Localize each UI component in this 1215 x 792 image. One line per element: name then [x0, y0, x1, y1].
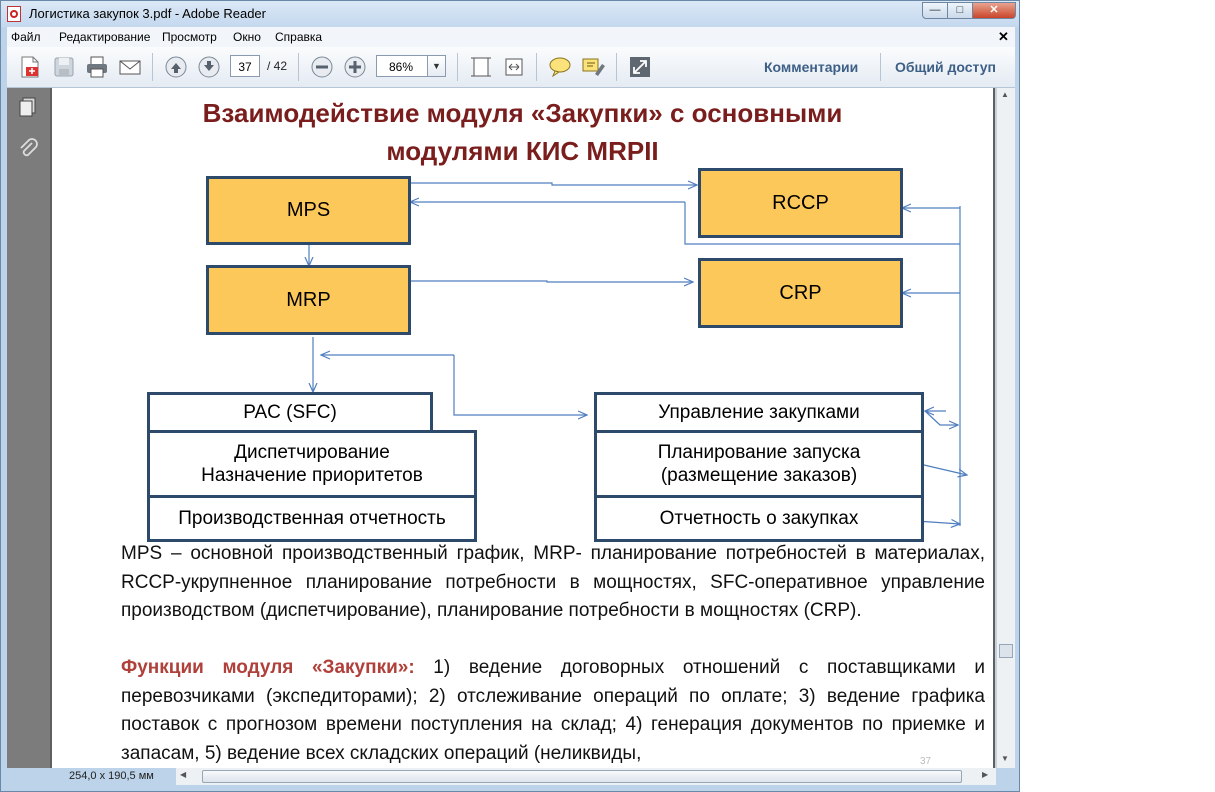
launch-line2: (размещение заказов): [660, 465, 858, 486]
scroll-right-icon[interactable]: ▶: [982, 770, 989, 779]
minimize-button[interactable]: —: [922, 2, 948, 19]
zoom-level-input[interactable]: 86%: [376, 55, 428, 77]
highlight-icon[interactable]: [580, 54, 606, 80]
toolbar: 37 / 42 86% ▼ Комментарии Общий дост: [7, 47, 1015, 88]
page-number-input[interactable]: 37: [230, 55, 260, 77]
maximize-button[interactable]: □: [947, 2, 973, 19]
horizontal-scroll-thumb[interactable]: [202, 770, 962, 783]
pac-sfc-box: PAC (SFC): [147, 392, 433, 433]
toolbar-separator: [298, 53, 299, 81]
functions-paragraph: Функции модуля «Закупки»: 1) ведение дог…: [121, 654, 985, 768]
email-icon[interactable]: [117, 54, 143, 80]
abbreviations-paragraph: MPS – основной производственный график, …: [121, 543, 985, 621]
fit-width-icon[interactable]: [501, 54, 527, 80]
fullscreen-icon[interactable]: [627, 54, 653, 80]
pages-panel-icon[interactable]: [17, 96, 39, 118]
pdf-page: Взаимодействие модуля «Закупки» с основн…: [52, 88, 993, 768]
toolbar-separator: [152, 53, 153, 81]
dispatch-line2: Назначение приоритетов: [201, 465, 423, 486]
menu-file[interactable]: Файл: [11, 30, 41, 44]
mrp-box: MRP: [206, 265, 411, 335]
scroll-down-icon[interactable]: ▼: [1001, 754, 1009, 763]
title-bar: Логистика закупок 3.pdf - Adobe Reader —…: [1, 1, 1019, 27]
adobe-reader-icon: [7, 6, 21, 22]
menu-window[interactable]: Окно: [233, 30, 261, 44]
launch-planning-box: Планирование запуска (размещение заказов…: [594, 430, 924, 498]
next-page-icon[interactable]: [196, 54, 222, 80]
save-icon[interactable]: [51, 54, 77, 80]
diagram-arrows: [52, 88, 993, 548]
page-dimensions: 254,0 x 190,5 мм: [69, 770, 154, 782]
scroll-up-icon[interactable]: ▲: [1001, 90, 1009, 99]
production-report-box: Производственная отчетность: [147, 495, 477, 542]
vertical-scroll-thumb[interactable]: [999, 644, 1013, 658]
scroll-left-icon[interactable]: ◀: [180, 770, 187, 779]
close-button[interactable]: ✕: [972, 2, 1016, 19]
purchase-report-box: Отчетность о закупках: [594, 495, 924, 542]
menu-bar: Файл Редактирование Просмотр Окно Справк…: [7, 27, 1015, 47]
rccp-box: RCCP: [698, 168, 903, 238]
print-icon[interactable]: [84, 54, 110, 80]
purchase-management-box: Управление закупками: [594, 392, 924, 433]
document-close-button[interactable]: ✕: [998, 29, 1009, 44]
vertical-scrollbar[interactable]: ▲ ▼: [996, 88, 1015, 768]
slide-page-number: 37: [920, 756, 932, 767]
page-total: / 42: [267, 59, 288, 73]
navigation-panel: [7, 88, 50, 768]
toolbar-separator: [457, 53, 458, 81]
horizontal-scrollbar[interactable]: ◀ ▶: [176, 768, 996, 785]
toolbar-separator: [616, 53, 617, 81]
attachments-icon[interactable]: [17, 138, 39, 160]
menu-view[interactable]: Просмотр: [162, 30, 217, 44]
toolbar-separator: [536, 53, 537, 81]
menu-edit[interactable]: Редактирование: [59, 30, 151, 44]
slide-title-line2: модулями КИС MRPII: [386, 136, 659, 166]
share-panel-link[interactable]: Общий доступ: [895, 59, 996, 75]
dispatch-box: Диспетчирование Назначение приоритетов: [147, 430, 477, 498]
zoom-out-icon[interactable]: [309, 54, 335, 80]
create-pdf-icon[interactable]: [17, 54, 43, 80]
reader-window: Логистика закупок 3.pdf - Adobe Reader —…: [0, 0, 1020, 792]
functions-text: 1) ведение договорных отношений с постав…: [121, 657, 986, 764]
functions-label: Функции модуля «Закупки»:: [121, 657, 415, 678]
mps-box: MPS: [206, 176, 411, 245]
menu-help[interactable]: Справка: [275, 30, 323, 44]
zoom-dropdown-button[interactable]: ▼: [427, 55, 446, 77]
crp-box: CRP: [698, 258, 903, 328]
fit-page-icon[interactable]: [468, 54, 494, 80]
toolbar-separator: [880, 53, 881, 81]
comment-icon[interactable]: [547, 54, 573, 80]
launch-line1: Планирование запуска: [657, 442, 861, 463]
zoom-in-icon[interactable]: [342, 54, 368, 80]
prev-page-icon[interactable]: [163, 54, 189, 80]
comments-panel-link[interactable]: Комментарии: [764, 59, 859, 75]
window-title: Логистика закупок 3.pdf - Adobe Reader: [29, 6, 266, 21]
dispatch-line1: Диспетчирование: [234, 442, 390, 463]
slide-title-line1: Взаимодействие модуля «Закупки» с основн…: [202, 98, 843, 128]
